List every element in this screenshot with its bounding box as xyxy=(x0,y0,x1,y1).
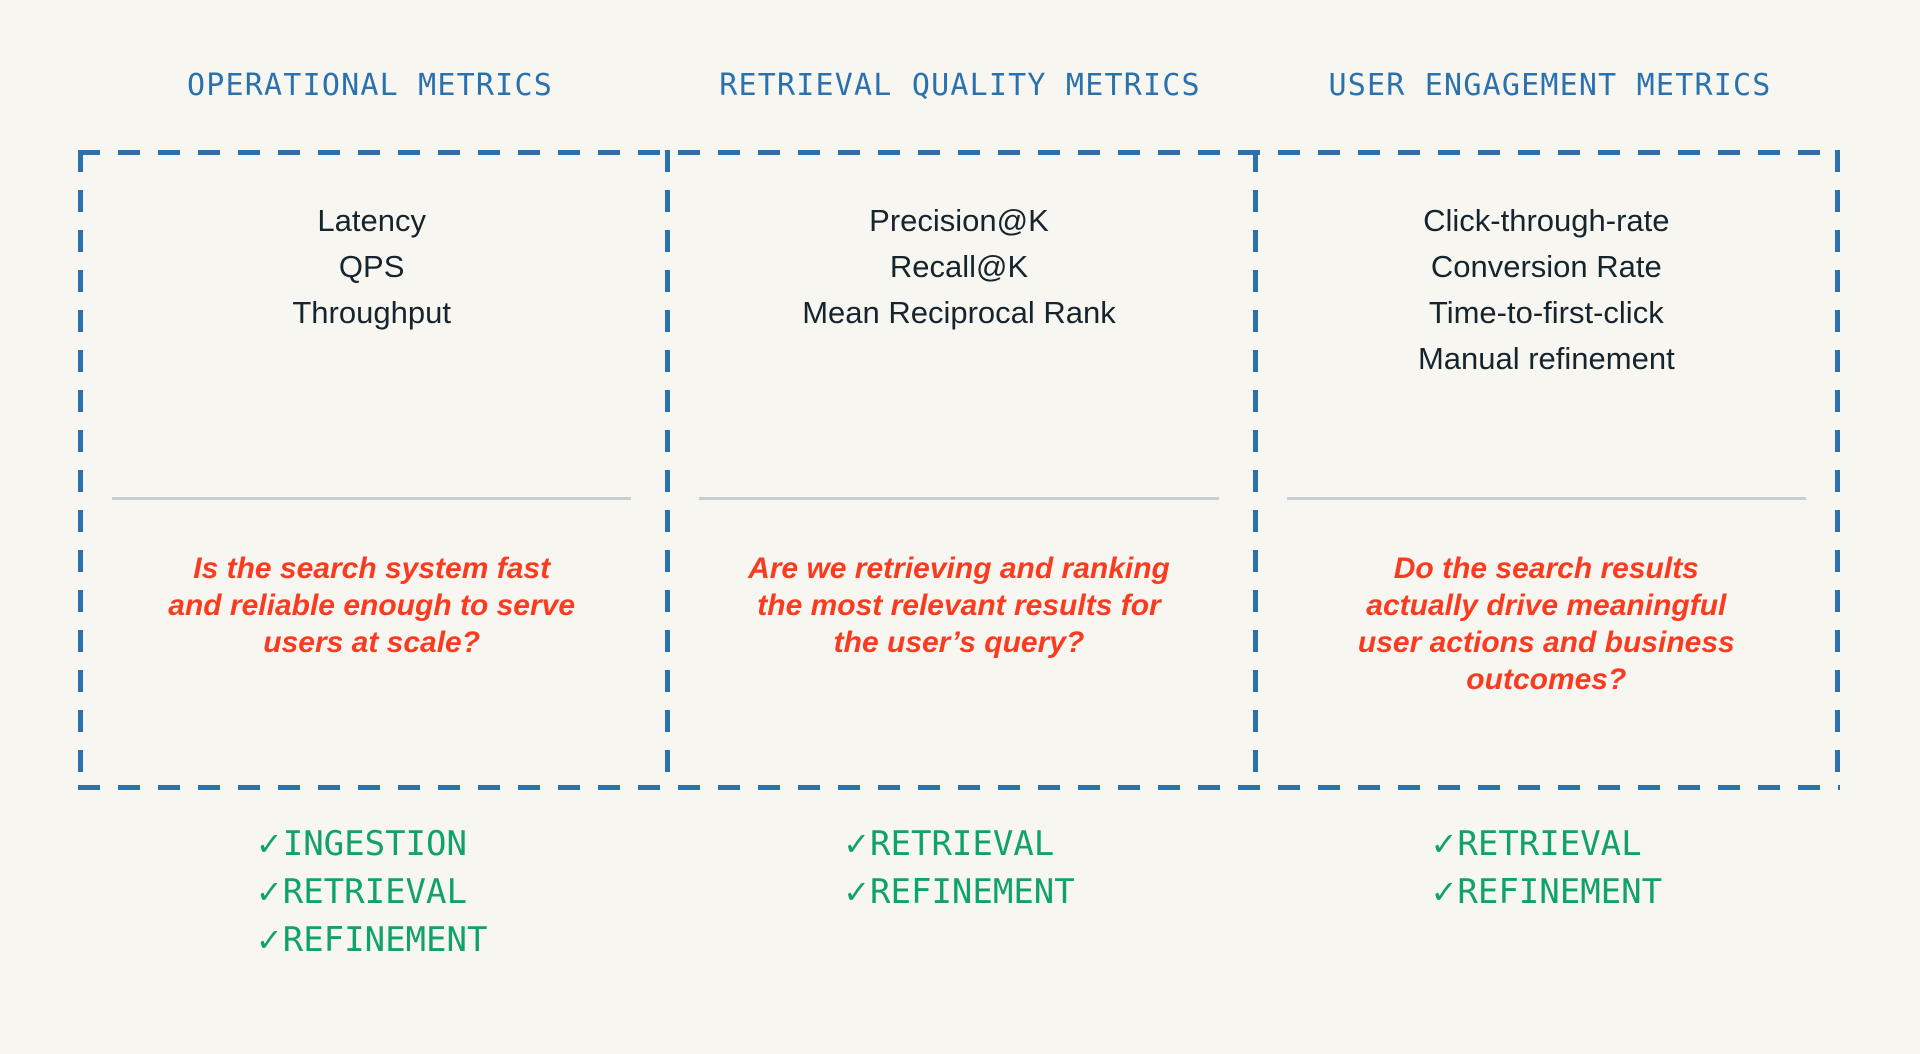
guiding-question-retrieval-quality: Are we retrieving and ranking the most r… xyxy=(695,550,1222,661)
checklist-item: ✓INGESTION xyxy=(256,820,488,868)
checklist-item-label: RETRIEVAL xyxy=(870,824,1055,864)
checklist-items: ✓INGESTION ✓RETRIEVAL ✓REFINEMENT xyxy=(256,820,488,964)
check-icon: ✓ xyxy=(843,873,871,911)
check-icon: ✓ xyxy=(1430,873,1458,911)
checklist-item-label: RETRIEVAL xyxy=(282,872,467,912)
question-line: outcomes? xyxy=(1466,663,1627,696)
metric-list-user-engagement: Click-through-rate Conversion Rate Time-… xyxy=(1279,198,1814,382)
question-line: Is the search system fast xyxy=(193,552,551,585)
metric-item: Throughput xyxy=(292,295,451,330)
column-header-operational: OPERATIONAL METRICS xyxy=(187,68,553,103)
stage-checklists: ✓INGESTION ✓RETRIEVAL ✓REFINEMENT ✓RETRI… xyxy=(78,820,1840,964)
checklist-item: ✓REFINEMENT xyxy=(843,868,1075,916)
column-divider xyxy=(1286,497,1806,500)
checklist-user-engagement: ✓RETRIEVAL ✓REFINEMENT xyxy=(1253,820,1840,964)
metric-list-retrieval-quality: Precision@K Recall@K Mean Reciprocal Ran… xyxy=(691,198,1226,336)
checklist-item: ✓REFINEMENT xyxy=(256,916,488,964)
checklist-item: ✓REFINEMENT xyxy=(1431,868,1663,916)
metric-item: Click-through-rate xyxy=(1423,203,1670,238)
checklist-operational: ✓INGESTION ✓RETRIEVAL ✓REFINEMENT xyxy=(78,820,665,964)
column-user-engagement: Click-through-rate Conversion Rate Time-… xyxy=(1252,150,1840,790)
guiding-question-user-engagement: Do the search results actually drive mea… xyxy=(1283,550,1810,698)
check-icon: ✓ xyxy=(1430,825,1458,863)
checklist-item-label: INGESTION xyxy=(282,824,467,864)
check-icon: ✓ xyxy=(255,873,283,911)
metric-item: Latency xyxy=(317,203,426,238)
metric-item: Mean Reciprocal Rank xyxy=(802,295,1116,330)
guiding-question-operational: Is the search system fast and reliable e… xyxy=(108,550,635,661)
question-line: the user’s query? xyxy=(833,626,1085,659)
checklist-item-label: REFINEMENT xyxy=(1457,872,1663,912)
question-line: users at scale? xyxy=(263,626,481,659)
check-icon: ✓ xyxy=(843,825,871,863)
question-line: Do the search results xyxy=(1393,552,1699,585)
checklist-retrieval-quality: ✓RETRIEVAL ✓REFINEMENT xyxy=(665,820,1252,964)
question-line: and reliable enough to serve xyxy=(168,589,576,622)
metric-item: Manual refinement xyxy=(1417,341,1675,376)
question-line: user actions and business xyxy=(1357,626,1735,659)
column-header-retrieval-quality: RETRIEVAL QUALITY METRICS xyxy=(719,68,1201,103)
column-retrieval-quality: Precision@K Recall@K Mean Reciprocal Ran… xyxy=(665,150,1252,790)
metric-item: QPS xyxy=(338,249,405,284)
question-line: actually drive meaningful xyxy=(1366,589,1727,622)
column-operational: Latency QPS Throughput Is the search sys… xyxy=(78,150,665,790)
metrics-panel: Latency QPS Throughput Is the search sys… xyxy=(78,150,1840,790)
checklist-item: ✓RETRIEVAL xyxy=(1431,820,1663,868)
question-line: Are we retrieving and ranking xyxy=(748,552,1170,585)
check-icon: ✓ xyxy=(255,921,283,959)
column-divider xyxy=(699,497,1219,500)
checklist-items: ✓RETRIEVAL ✓REFINEMENT xyxy=(843,820,1075,916)
metric-item: Precision@K xyxy=(869,203,1049,238)
question-line: the most relevant results for xyxy=(757,589,1161,622)
check-icon: ✓ xyxy=(255,825,283,863)
checklist-item: ✓RETRIEVAL xyxy=(256,868,488,916)
checklist-item-label: RETRIEVAL xyxy=(1457,824,1642,864)
metric-item: Recall@K xyxy=(889,249,1029,284)
checklist-items: ✓RETRIEVAL ✓REFINEMENT xyxy=(1431,820,1663,916)
metric-item: Conversion Rate xyxy=(1430,249,1662,284)
column-headers: OPERATIONAL METRICS RETRIEVAL QUALITY ME… xyxy=(75,68,1845,103)
checklist-item: ✓RETRIEVAL xyxy=(843,820,1075,868)
checklist-item-label: REFINEMENT xyxy=(282,920,488,960)
column-divider xyxy=(112,497,632,500)
column-header-user-engagement: USER ENGAGEMENT METRICS xyxy=(1328,68,1772,103)
metric-item: Time-to-first-click xyxy=(1428,295,1664,330)
checklist-item-label: REFINEMENT xyxy=(870,872,1075,912)
metric-list-operational: Latency QPS Throughput xyxy=(104,198,639,336)
